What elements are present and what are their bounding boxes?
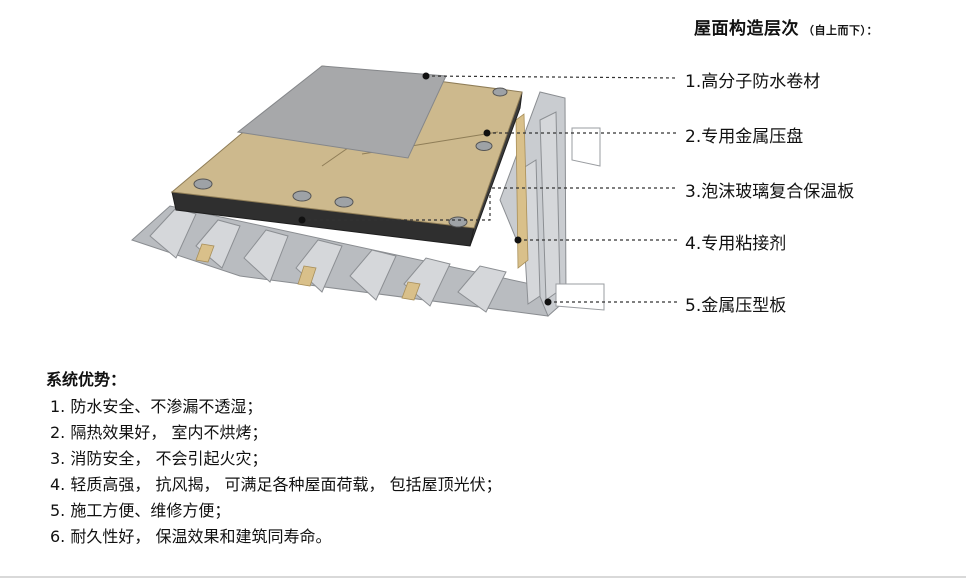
washer <box>448 216 468 228</box>
metal-deck <box>131 91 605 317</box>
leader-dot <box>544 298 552 306</box>
bottom-divider <box>0 576 966 578</box>
deck-rib <box>295 239 343 293</box>
advantage-item: 2. 隔热效果好， 室内不烘烤； <box>50 423 268 442</box>
deck-edge-flashing-lower <box>555 283 605 311</box>
layers-heading-title: 屋面构造层次 <box>694 19 799 39</box>
advantages-title: 系统优势： <box>46 370 127 389</box>
washer <box>292 190 312 202</box>
deck-edge-flashing <box>571 127 601 167</box>
leader-dot <box>422 72 430 80</box>
advantage-item: 1. 防水安全、不渗漏不透湿； <box>50 397 263 416</box>
leader-line-1 <box>425 75 679 79</box>
layer-label-washer: 2.专用金属压盘 <box>685 127 804 147</box>
deck-rib <box>403 257 451 307</box>
deck-corrugations <box>149 111 561 313</box>
advantage-item: 5. 施工方便、维修方便； <box>50 501 231 520</box>
layer-label-adhesive: 4.专用粘接剂 <box>685 234 787 254</box>
foam-glass-board <box>171 91 523 247</box>
washer <box>334 196 354 208</box>
washer <box>193 178 213 190</box>
deck-rib <box>243 229 289 283</box>
deck-rib <box>195 219 241 269</box>
layer-label-insulation: 3.泡沫玻璃复合保温板 <box>685 182 855 202</box>
leader-dot <box>514 236 522 244</box>
metal-washers <box>193 87 508 228</box>
advantage-item: 4. 轻质高强， 抗风揭， 可满足各种屋面荷载， 包括屋顶光伏； <box>50 475 502 494</box>
advantage-item: 6. 耐久性好， 保温效果和建筑同寿命。 <box>50 527 332 546</box>
leader-dot <box>483 129 491 137</box>
leader-lines <box>302 75 679 303</box>
washer <box>492 87 508 97</box>
layers-heading-note: （自上而下）： <box>803 24 878 37</box>
deck-rib <box>457 265 507 313</box>
advantage-item: 3. 消防安全， 不会引起火灾； <box>50 449 268 468</box>
deck-rib <box>349 249 397 301</box>
deck-rib <box>149 207 197 259</box>
adhesive-strips <box>195 113 529 301</box>
adhesive-strip <box>195 243 215 263</box>
layer-label-deck: 5.金属压型板 <box>685 296 787 316</box>
washer <box>475 141 493 151</box>
leader-dot <box>298 216 306 224</box>
leader-dots <box>298 72 552 306</box>
advantages-section: 系统优势： 1. 防水安全、不渗漏不透湿； 2. 隔热效果好， 室内不烘烤； 3… <box>46 366 746 550</box>
layers-heading: 屋面构造层次 （自上而下）： <box>694 14 878 39</box>
adhesive-strip <box>401 281 421 301</box>
adhesive-strip <box>515 113 529 269</box>
leader-line-3 <box>302 187 678 221</box>
adhesive-strip <box>297 265 317 287</box>
layer-label-membrane: 1.高分子防水卷材 <box>685 72 821 92</box>
